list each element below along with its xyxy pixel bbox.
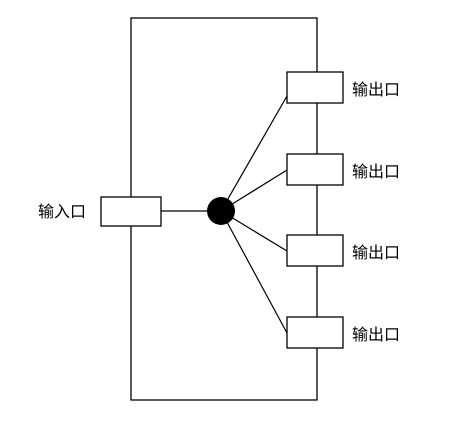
input-port-label: 输入口: [38, 202, 86, 221]
input-port-box: [100, 196, 162, 227]
output-port-label-4: 输出口: [352, 325, 400, 344]
fanout-line-2: [220, 169, 288, 212]
fanout-line-1: [220, 95, 288, 212]
output-port-box-1: [286, 71, 344, 104]
output-port-box-2: [286, 153, 344, 186]
output-port-box-4: [286, 316, 344, 349]
fanout-line-4: [220, 210, 288, 334]
output-port-label-3: 输出口: [352, 243, 400, 262]
output-port-label-1: 输出口: [352, 80, 400, 99]
output-port-label-2: 输出口: [352, 162, 400, 181]
fanout-line-3: [220, 210, 288, 252]
output-port-box-3: [286, 234, 344, 267]
